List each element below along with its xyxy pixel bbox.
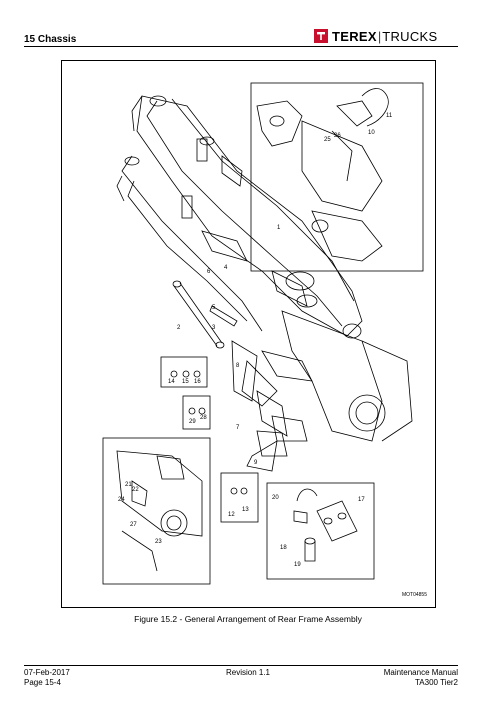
part-number: 23 — [155, 539, 162, 545]
part-number: 21 — [125, 482, 132, 488]
part-number: 20 — [272, 495, 279, 501]
footer-date: 07-Feb-2017 — [24, 668, 70, 677]
inset-pin-detail — [266, 482, 375, 580]
chassis-frame-drawing — [116, 95, 413, 442]
header-rule — [24, 46, 458, 47]
part-number: 16 — [194, 379, 201, 385]
part-number: 3 — [212, 325, 216, 331]
part-number: 13 — [242, 507, 249, 513]
part-number: 26 — [334, 133, 341, 139]
part-number: 6 — [207, 269, 211, 275]
footer-manual: Maintenance Manual — [383, 668, 458, 677]
part-number: 29 — [189, 419, 196, 425]
inset-bottom-left — [102, 437, 211, 585]
part-number: 10 — [368, 130, 375, 136]
part-number: 22 — [132, 487, 139, 493]
inset-small-parts — [160, 356, 259, 523]
footer-left: 07-Feb-2017 Page 15-4 — [24, 668, 70, 688]
part-number: 7 — [236, 425, 240, 431]
part-number: 11 — [386, 113, 393, 119]
logo-sub: TRUCKS — [382, 28, 438, 44]
part-number: 9 — [254, 460, 258, 466]
section-title: 15 Chassis — [24, 34, 77, 45]
drawing-code: MOT04855 — [401, 592, 427, 598]
part-number: 12 — [228, 512, 235, 518]
part-number: 2 — [177, 325, 181, 331]
part-number: 15 — [182, 379, 189, 385]
figure-frame: 1 2 3 4 5 6 7 8 9 10 11 12 13 14 15 16 1… — [61, 60, 436, 608]
part-number: 8 — [236, 363, 240, 369]
part-number: 4 — [224, 265, 228, 271]
footer-revision: Revision 1.1 — [225, 668, 271, 677]
part-number: 27 — [130, 522, 137, 528]
terex-logo-icon — [314, 29, 328, 43]
footer-model: TA300 Tier2 — [415, 678, 458, 687]
rear-frame-drawing: 1 2 3 4 5 6 7 8 9 10 11 12 13 14 15 16 1… — [102, 82, 424, 585]
part-number: 14 — [168, 379, 175, 385]
part-number: 25 — [324, 137, 331, 143]
part-number: 5 — [212, 305, 216, 311]
footer-rule — [24, 665, 458, 666]
part-number: 24 — [118, 497, 125, 503]
footer-right: Maintenance Manual TA300 Tier2 — [384, 668, 458, 688]
terex-trucks-logo: TEREX | TRUCKS — [314, 28, 437, 44]
part-number: 1 — [277, 225, 281, 231]
part-number: 17 — [358, 497, 365, 503]
logo-separator: | — [377, 28, 382, 44]
inset-top-right — [250, 82, 424, 272]
figure-caption: Figure 15.2 - General Arrangement of Rea… — [134, 614, 362, 624]
logo-brand: TEREX — [332, 28, 377, 44]
footer-page: Page 15-4 — [24, 678, 61, 687]
pivot-pins-drawing — [172, 280, 288, 472]
part-number: 28 — [200, 415, 207, 421]
part-number: 19 — [294, 562, 301, 568]
part-number: 18 — [280, 545, 287, 551]
part-number-callouts: 1 2 3 4 5 6 7 8 9 10 11 12 13 14 15 16 1… — [118, 113, 393, 568]
